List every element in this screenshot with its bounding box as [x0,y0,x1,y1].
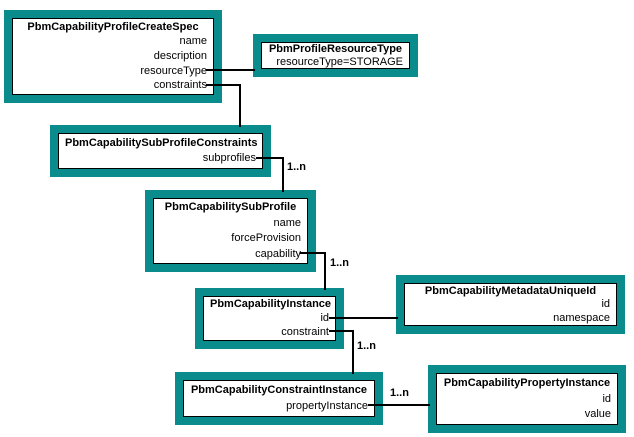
multiplicity-label-constraint: 1..n [357,340,376,352]
class-attribute: subprofiles [202,152,256,165]
class-attribute: value [584,408,611,421]
class-box-pbm-capability-sub-profile: PbmCapabilitySubProfile name forceProvis… [145,190,316,272]
class-box-pbm-capability-sub-profile-constraints: PbmCapabilitySubProfileConstraints subpr… [50,125,271,177]
connector-capability-vertical [324,252,326,290]
class-title: PbmCapabilityProfileCreateSpec [27,20,199,33]
class-attribute: namespace [553,311,610,324]
class-title: PbmCapabilityConstraintInstance [190,384,368,396]
class-attribute: resourceType [140,64,207,77]
class-box-frame: PbmCapabilityPropertyInstance id value [436,373,618,425]
connector-constraint-horizontal [329,330,354,332]
class-title: PbmProfileResourceType [268,43,403,55]
multiplicity-label-subprofiles: 1..n [287,161,306,173]
class-box-pbm-capability-property-instance: PbmCapabilityPropertyInstance id value [428,365,626,433]
class-attribute: id [602,392,611,405]
multiplicity-label-propertyinstance: 1..n [390,387,409,399]
class-attribute: description [153,49,207,62]
class-box-pbm-capability-metadata-unique-id: PbmCapabilityMetadataUniqueId id namespa… [396,275,625,334]
class-attribute: name [179,35,207,48]
class-attribute: resourceType=STORAGE [276,56,403,68]
connector-constraints-vertical [239,84,241,127]
class-attribute: id [601,298,610,310]
class-attribute: capability [255,247,301,260]
class-box-frame: PbmCapabilityConstraintInstance property… [183,380,375,417]
class-box-pbm-capability-instance: PbmCapabilityInstance id constraint [195,288,344,349]
connector-constraints-horizontal [206,84,241,86]
class-box-frame: PbmCapabilitySubProfileConstraints subpr… [58,133,263,169]
connector-subprofiles-horizontal [256,157,284,159]
class-attribute: id [320,312,329,324]
class-title: PbmCapabilityInstance [210,298,332,310]
class-box-pbm-capability-constraint-instance: PbmCapabilityConstraintInstance property… [175,372,383,425]
connector-resourcetype-to-profileresourcetype [206,69,255,71]
class-box-pbm-capability-profile-create-spec: PbmCapabilityProfileCreateSpec name desc… [4,10,222,103]
connector-propertyinstance-to-propertyinstance [368,404,430,406]
class-title: PbmCapabilityMetadataUniqueId [424,284,597,297]
multiplicity-label-capability: 1..n [330,257,349,269]
class-box-frame: PbmCapabilityMetadataUniqueId id namespa… [404,283,617,326]
connector-capability-horizontal [300,252,326,254]
connector-constraint-vertical [352,330,354,374]
connector-id-to-metadatauniqueid [329,317,398,319]
class-box-frame: PbmCapabilityProfileCreateSpec name desc… [12,18,214,95]
connector-subprofiles-vertical [282,157,284,192]
class-attribute: forceProvision [231,232,301,245]
class-title: PbmCapabilitySubProfile [164,201,297,214]
class-title: PbmCapabilitySubProfileConstraints [65,136,258,149]
class-title: PbmCapabilityPropertyInstance [443,376,611,389]
class-attribute: propertyInstance [286,400,368,412]
class-attribute: name [273,216,301,229]
class-box-frame: PbmProfileResourceType resourceType=STOR… [261,42,410,69]
class-attribute: constraint [281,326,329,338]
class-attribute: constraints [153,79,207,92]
class-box-pbm-profile-resource-type: PbmProfileResourceType resourceType=STOR… [253,34,418,77]
class-box-frame: PbmCapabilitySubProfile name forceProvis… [153,198,308,264]
class-box-frame: PbmCapabilityInstance id constraint [203,296,336,341]
